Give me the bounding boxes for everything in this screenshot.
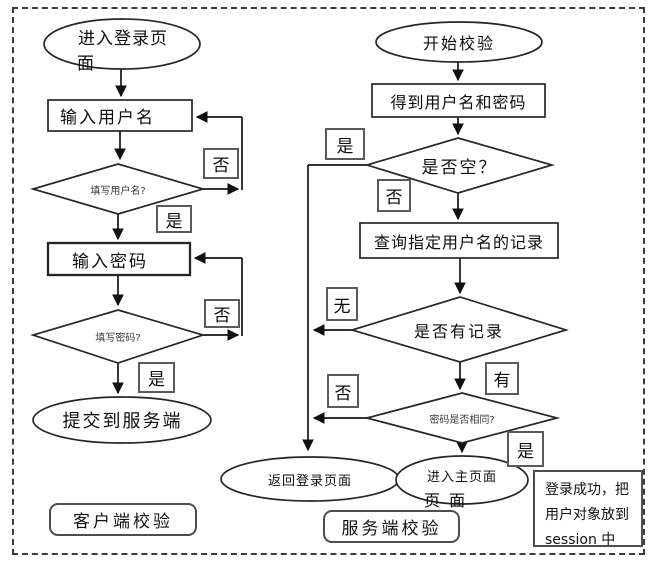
- node-enter-login-label-line1: 进入登录页: [78, 29, 168, 49]
- edge-label-record-none: 无: [326, 287, 358, 321]
- node-submit-ellipse: [32, 396, 212, 444]
- node-enter-login-label-line2: 面: [77, 54, 94, 74]
- session-note-line1: 登录成功，把: [545, 482, 629, 498]
- node-input-password-label: 输入密码: [72, 251, 148, 272]
- client-validation-caption: 客户端校验: [49, 503, 197, 536]
- node-check-password-same-diamond: [363, 392, 561, 444]
- node-submit-label: 提交到服务端: [62, 411, 183, 432]
- server-validation-caption: 服务端校验: [323, 510, 460, 543]
- edge-label-empty-no: 否: [377, 179, 411, 212]
- session-note-line3: session 中: [545, 532, 616, 548]
- node-check-password-diamond: [30, 309, 206, 364]
- edge-label-record-has: 有: [485, 362, 519, 395]
- node-get-credentials-rect: [371, 83, 546, 118]
- node-input-username-rect: [47, 99, 193, 132]
- node-start-ellipse: [375, 21, 543, 63]
- node-input-password-rect: [46, 241, 192, 277]
- node-get-credentials-label: 得到用户名和密码: [390, 92, 527, 112]
- edge-label-pwdsame-yes: 是: [507, 431, 544, 467]
- node-check-password-same-label: 密码是否相同?: [429, 414, 495, 426]
- node-check-record-label: 是否有记录: [413, 321, 504, 341]
- node-start-label: 开始校验: [422, 34, 495, 53]
- node-check-empty-diamond: [364, 137, 556, 194]
- node-check-password-label: 填写密码?: [95, 333, 141, 344]
- node-check-record-diamond: [349, 296, 569, 363]
- edge-label-empty-yes: 是: [325, 128, 365, 160]
- node-enter-login-ellipse: [43, 18, 201, 70]
- node-query-record-rect: [359, 222, 559, 259]
- node-check-empty-label: 是否空？: [421, 158, 498, 178]
- edge-label-username-yes: 是: [156, 205, 192, 233]
- session-note-line2: 用户对象放到: [545, 507, 629, 523]
- edge-label-password-yes: 是: [138, 362, 175, 393]
- node-enter-main-label-line1: 进入主页面: [426, 469, 497, 485]
- edge-label-pwdsame-no: 否: [327, 374, 359, 408]
- node-return-login-label: 返回登录页面: [267, 473, 352, 489]
- node-check-username-label: 填写用户名?: [90, 185, 146, 197]
- node-check-username-diamond: [29, 163, 207, 215]
- node-enter-main-ellipse: [395, 455, 529, 505]
- node-query-record-label: 查询指定用户名的记录: [373, 232, 544, 252]
- node-input-username-label: 输入用户名: [60, 108, 155, 128]
- node-enter-main-label-line2: 页 面: [424, 491, 468, 510]
- session-note-box: 登录成功，把 用户对象放到 session 中: [533, 470, 643, 548]
- edge-label-username-no: 否: [203, 148, 239, 179]
- edge-label-password-no: 否: [204, 299, 240, 328]
